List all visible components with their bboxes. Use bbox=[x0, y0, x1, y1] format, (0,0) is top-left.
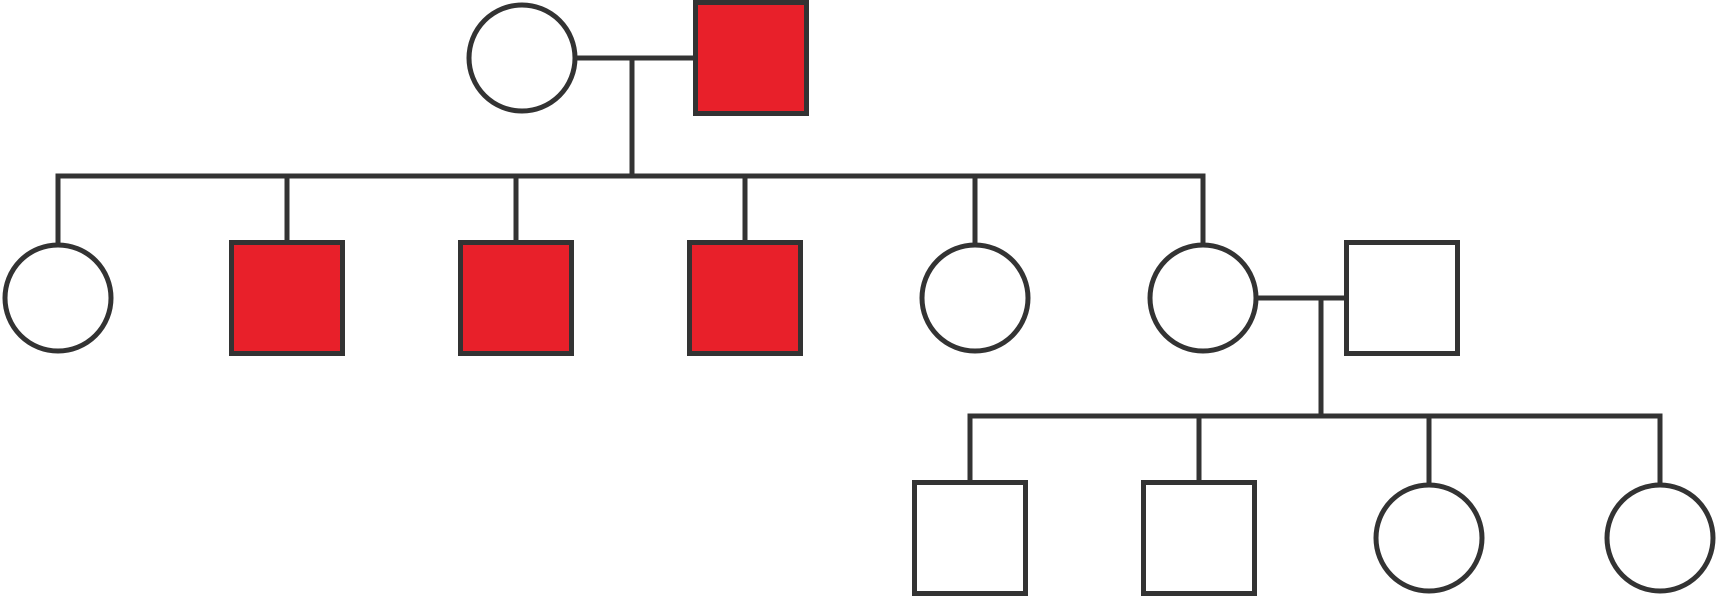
unaffected-female-symbol bbox=[919, 242, 1031, 354]
unaffected-female-symbol bbox=[2, 242, 114, 354]
affected-male-symbol bbox=[458, 240, 574, 356]
unaffected-male-symbol bbox=[1141, 480, 1257, 596]
unaffected-male-symbol bbox=[1344, 240, 1460, 356]
pedigree-lines bbox=[55, 55, 1663, 488]
affected-male-symbol bbox=[229, 240, 345, 356]
unaffected-male-symbol bbox=[912, 480, 1028, 596]
unaffected-female-symbol bbox=[1373, 482, 1485, 594]
unaffected-female-symbol bbox=[1604, 482, 1716, 594]
unaffected-female-symbol bbox=[1147, 242, 1259, 354]
affected-male-symbol bbox=[693, 0, 809, 116]
affected-male-symbol bbox=[687, 240, 803, 356]
unaffected-female-symbol bbox=[466, 2, 578, 114]
